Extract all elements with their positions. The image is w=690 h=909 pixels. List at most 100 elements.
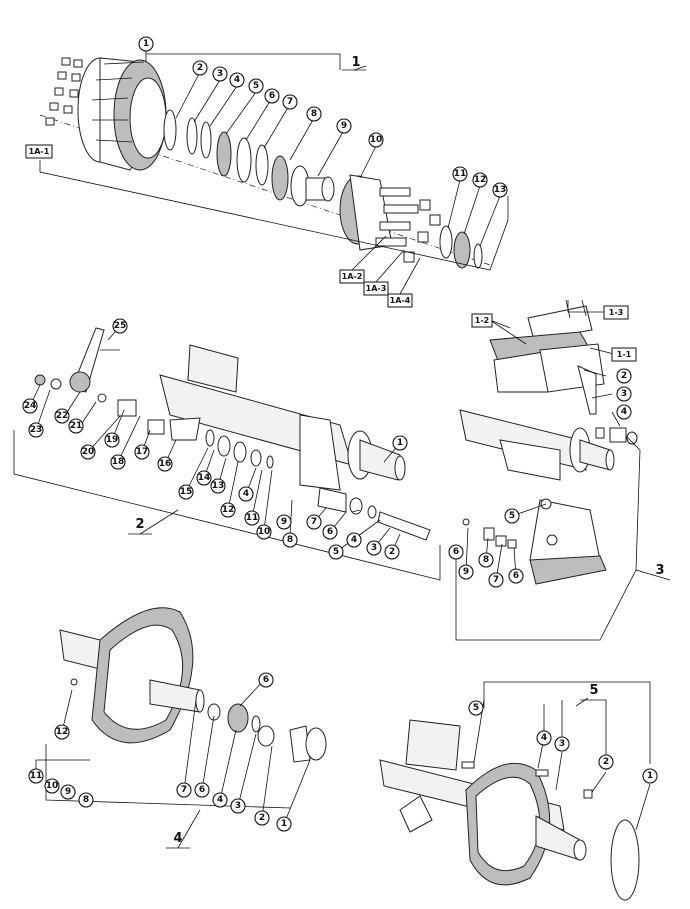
callout: 2 xyxy=(384,544,400,560)
svg-text:21: 21 xyxy=(70,421,83,431)
callout: 15 xyxy=(178,484,194,500)
svg-text:2: 2 xyxy=(197,63,203,73)
callout: 16 xyxy=(157,456,173,472)
svg-text:3: 3 xyxy=(559,739,565,749)
svg-text:16: 16 xyxy=(159,459,172,469)
part-tag-1-3: 1-3 xyxy=(603,305,629,320)
callout: 25 xyxy=(112,318,128,334)
svg-text:1A-4: 1A-4 xyxy=(390,296,411,305)
part-tag-1a-3: 1A-3 xyxy=(363,281,389,296)
svg-text:2: 2 xyxy=(621,371,627,381)
assembly-label-5: 5 xyxy=(589,683,598,698)
svg-text:18: 18 xyxy=(112,457,125,467)
svg-text:12: 12 xyxy=(222,505,235,515)
callout: 3 xyxy=(230,798,246,814)
svg-text:24: 24 xyxy=(24,401,37,411)
callout: 9 xyxy=(276,514,292,530)
assembly-label-2: 2 xyxy=(135,517,144,532)
svg-text:11: 11 xyxy=(454,169,467,179)
assembly-1-leaders xyxy=(39,44,509,271)
svg-text:1-1: 1-1 xyxy=(617,350,632,359)
callout: 8 xyxy=(306,106,322,122)
svg-text:3: 3 xyxy=(217,69,223,79)
svg-text:1A-1: 1A-1 xyxy=(29,147,50,156)
callout: 6 xyxy=(448,544,464,560)
part-tag-1-1: 1-1 xyxy=(611,347,637,362)
callout: 8 xyxy=(78,792,94,808)
svg-text:2: 2 xyxy=(603,757,609,767)
callout: 17 xyxy=(134,444,150,460)
svg-text:6: 6 xyxy=(513,571,519,581)
svg-text:5: 5 xyxy=(333,547,339,557)
svg-text:4: 4 xyxy=(351,535,357,545)
svg-text:8: 8 xyxy=(83,795,89,805)
callout: 10 xyxy=(44,778,60,794)
callout: 7 xyxy=(306,514,322,530)
callout: 7 xyxy=(488,572,504,588)
wheel-hub xyxy=(339,174,441,263)
callout: 4 xyxy=(212,792,228,808)
svg-text:9: 9 xyxy=(341,121,347,131)
svg-text:1A-3: 1A-3 xyxy=(366,284,387,293)
svg-text:6: 6 xyxy=(453,547,459,557)
part-tag-1a-4: 1A-4 xyxy=(387,293,413,308)
svg-text:10: 10 xyxy=(370,135,383,145)
callout: 2 xyxy=(598,754,614,770)
svg-text:9: 9 xyxy=(281,517,287,527)
svg-text:12: 12 xyxy=(474,175,487,185)
callout: 12 xyxy=(220,502,236,518)
svg-text:23: 23 xyxy=(30,425,43,435)
svg-text:9: 9 xyxy=(463,567,469,577)
svg-text:6: 6 xyxy=(199,785,205,795)
svg-text:5: 5 xyxy=(473,703,479,713)
callout: 3 xyxy=(616,386,632,402)
assembly-label-3: 3 xyxy=(655,563,664,578)
svg-text:8: 8 xyxy=(483,555,489,565)
part-tag-1a-2: 1A-2 xyxy=(339,269,365,284)
svg-text:5: 5 xyxy=(253,81,259,91)
callout: 4 xyxy=(238,486,254,502)
svg-text:6: 6 xyxy=(327,527,333,537)
callout: 3 xyxy=(212,66,228,82)
assembly-4-leaders xyxy=(35,679,311,825)
callout: 11 xyxy=(452,166,468,182)
svg-text:6: 6 xyxy=(269,91,275,101)
wheel-nut-set xyxy=(45,57,83,126)
assembly-3-brake-shoes xyxy=(459,305,638,585)
callout: 6 xyxy=(322,524,338,540)
svg-text:4: 4 xyxy=(217,795,223,805)
callout: 7 xyxy=(176,782,192,798)
callout: 14 xyxy=(196,470,212,486)
callout: 4 xyxy=(616,404,632,420)
svg-text:8: 8 xyxy=(311,109,317,119)
callout: 12 xyxy=(54,724,70,740)
callout: 20 xyxy=(80,444,96,460)
assembly-2-callouts: 1 2 3 4 5 6 7 8 9 10 11 12 13 14 15 16 1… xyxy=(22,318,408,560)
callout: 23 xyxy=(28,422,44,438)
svg-text:5: 5 xyxy=(509,511,515,521)
svg-text:7: 7 xyxy=(493,575,499,585)
callout: 8 xyxy=(282,532,298,548)
assembly-1-callouts: 1 2 3 4 5 6 7 8 9 10 11 12 13 xyxy=(138,36,508,198)
svg-text:1: 1 xyxy=(647,771,653,781)
svg-text:13: 13 xyxy=(494,185,507,195)
callout: 2 xyxy=(254,810,270,826)
callout: 6 xyxy=(264,88,280,104)
callout: 1 xyxy=(138,36,154,52)
callout: 9 xyxy=(336,118,352,134)
svg-text:4: 4 xyxy=(243,489,249,499)
callout: 5 xyxy=(504,508,520,524)
callout: 8 xyxy=(478,552,494,568)
callout: 10 xyxy=(256,524,272,540)
callout: 2 xyxy=(192,60,208,76)
svg-text:6: 6 xyxy=(263,675,269,685)
assembly-1-hub-drum xyxy=(39,57,491,269)
svg-text:17: 17 xyxy=(136,447,149,457)
callout: 13 xyxy=(210,478,226,494)
callout: 19 xyxy=(104,432,120,448)
svg-text:11: 11 xyxy=(30,771,43,781)
svg-text:7: 7 xyxy=(181,785,187,795)
part-tag-1a-1: 1A-1 xyxy=(25,144,53,159)
callout: 21 xyxy=(68,418,84,434)
